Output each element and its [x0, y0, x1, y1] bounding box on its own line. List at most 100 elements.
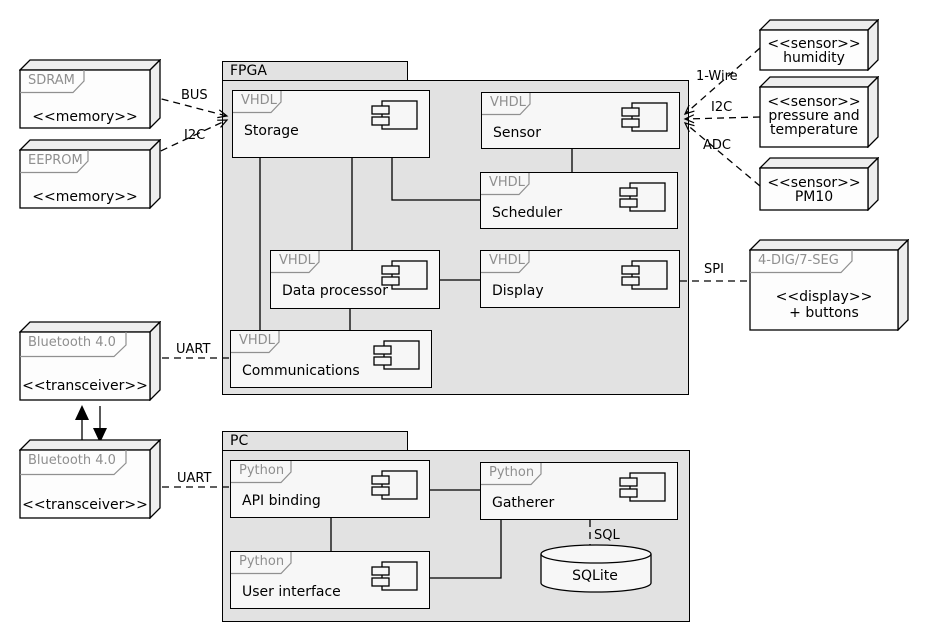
component-name: Storage	[244, 123, 299, 139]
label-adc: ADC	[703, 138, 731, 153]
component-communications: VHDL Communications	[230, 330, 432, 388]
node-box	[749, 239, 909, 331]
component-name: Scheduler	[492, 205, 563, 221]
node-stereotype: <<transceiver>>	[22, 497, 148, 513]
node-tag: EEPROM	[20, 150, 90, 178]
node-stereotype: <<sensor>>	[767, 36, 861, 52]
stereotype-tab	[271, 251, 320, 274]
component-storage: VHDL Storage	[232, 90, 430, 158]
stereotype-tab	[750, 250, 853, 274]
node-tag: Bluetooth 4.0	[20, 450, 128, 480]
database-name: SQLite	[572, 568, 618, 584]
component-icon	[621, 260, 668, 290]
uplink-arrow	[75, 405, 89, 442]
database-cylinder-icon	[540, 544, 652, 593]
node-tag-text: Bluetooth 4.0	[28, 335, 116, 350]
stereotype-tab	[20, 450, 127, 476]
component-name: Sensor	[493, 125, 541, 141]
link-pm10-sensor-adc	[683, 122, 761, 187]
label-spi: SPI	[704, 262, 724, 277]
label-uart-bottom: UART	[177, 471, 212, 486]
component-tag: VHDL	[279, 253, 315, 268]
link-pressure-sensor-i2c	[683, 114, 761, 124]
node-tag: Bluetooth 4.0	[20, 332, 128, 362]
node-box	[759, 76, 879, 148]
component-tag: Python	[489, 465, 535, 480]
node-stereotype: <<display>>	[775, 289, 873, 305]
node-stereotype: <<memory>>	[32, 189, 138, 205]
label-i2c-left: I2C	[184, 128, 206, 143]
stereotype-tab	[231, 552, 292, 575]
fpga-package-tab: FPGA	[222, 61, 408, 80]
component-tag: Python	[239, 554, 285, 569]
component-icon	[621, 102, 668, 132]
component-icon	[371, 470, 418, 500]
node-tag: SDRAM	[20, 70, 86, 98]
node-name: + buttons	[789, 305, 859, 321]
node-pressure-temperature-sensor: <<sensor>> pressure and temperature	[759, 76, 879, 148]
component-icon	[371, 561, 418, 591]
node-bluetooth-bottom: Bluetooth 4.0 <<transceiver>>	[19, 439, 161, 519]
pc-package-tab: PC	[222, 431, 408, 450]
component-name: Communications	[242, 363, 360, 379]
fpga-title: FPGA	[230, 63, 267, 79]
stereotype-tab	[20, 332, 127, 358]
node-stereotype: <<transceiver>>	[22, 378, 148, 394]
label-i2c-right: I2C	[711, 100, 733, 115]
node-name: PM10	[794, 189, 834, 205]
node-box	[19, 439, 161, 519]
stereotype-tab	[20, 150, 89, 174]
component-api-binding: Python API binding	[230, 460, 430, 518]
downlink-arrow	[93, 406, 107, 443]
component-name: Gatherer	[492, 495, 555, 511]
component-icon	[381, 260, 428, 290]
node-tag-text: Bluetooth 4.0	[28, 453, 116, 468]
node-box	[759, 157, 879, 211]
stereotype-tab	[20, 70, 85, 94]
node-humidity-sensor: <<sensor>> humidity	[759, 19, 879, 71]
node-tag-text: SDRAM	[28, 73, 75, 88]
node-bluetooth-top: Bluetooth 4.0 <<transceiver>>	[19, 321, 161, 401]
component-tag: Python	[239, 463, 285, 478]
node-tag: 4-DIG/7-SEG	[750, 250, 854, 278]
stereotype-tab	[231, 331, 280, 354]
node-box	[19, 59, 161, 129]
node-name: temperature	[770, 122, 858, 138]
node-eeprom: EEPROM <<memory>>	[19, 139, 161, 209]
node-box	[19, 321, 161, 401]
node-pm10-sensor: <<sensor>> PM10	[759, 157, 879, 211]
component-display: VHDL Display	[480, 250, 680, 308]
node-name: humidity	[783, 50, 845, 66]
label-1wire: 1-Wire	[696, 69, 738, 84]
stereotype-tab	[481, 251, 530, 274]
pc-title: PC	[230, 433, 249, 449]
component-icon	[373, 340, 420, 370]
component-gatherer: Python Gatherer	[480, 462, 678, 520]
stereotype-tab	[481, 463, 542, 486]
node-box	[759, 19, 879, 71]
component-icon	[371, 100, 418, 130]
component-name: User interface	[242, 584, 341, 600]
component-sensor: VHDL Sensor	[481, 92, 680, 149]
label-sql: SQL	[594, 528, 620, 543]
database-sqlite: SQLite	[540, 544, 652, 594]
node-seg-display: 4-DIG/7-SEG <<display>> + buttons	[749, 239, 909, 331]
component-name: Display	[492, 283, 544, 299]
node-tag-text: EEPROM	[28, 153, 83, 168]
node-name: pressure and	[768, 108, 860, 124]
component-data-processor: VHDL Data processor	[270, 250, 440, 309]
stereotype-tab	[233, 91, 282, 114]
component-name: API binding	[242, 493, 321, 509]
component-tag: VHDL	[241, 93, 277, 108]
node-sdram: SDRAM <<memory>>	[19, 59, 161, 129]
label-uart-top: UART	[176, 342, 211, 357]
node-tag-text: 4-DIG/7-SEG	[758, 253, 839, 268]
component-tag: VHDL	[489, 253, 525, 268]
component-tag: VHDL	[489, 175, 525, 190]
node-box	[19, 139, 161, 209]
component-scheduler: VHDL Scheduler	[480, 172, 678, 229]
component-name: Data processor	[282, 283, 388, 299]
stereotype-tab	[482, 93, 531, 116]
stereotype-tab	[231, 461, 292, 484]
